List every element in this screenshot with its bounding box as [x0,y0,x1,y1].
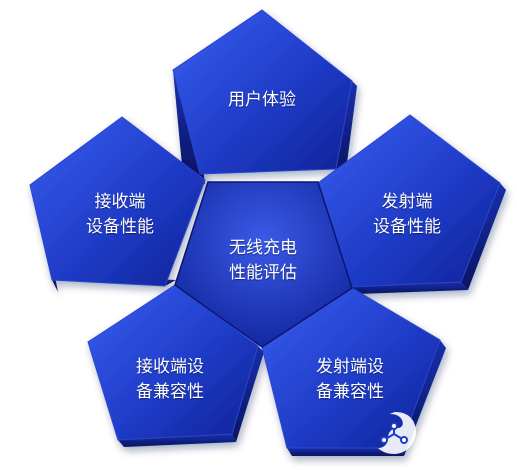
pentagon-right [317,114,506,294]
label-left: 接收端 设备性能 [65,190,175,240]
label-top-line1: 用户体验 [228,90,296,110]
label-left-line1: 接收端 [94,192,146,212]
pentagon-center [174,181,353,348]
pentagon-top [172,9,357,184]
label-left-line2: 设备性能 [86,217,154,237]
pentagon-bottom-left [87,284,264,447]
label-top: 用户体验 [207,88,317,113]
label-bottom-left: 接收端设 备兼容性 [115,355,225,405]
label-center: 无线充电 性能评估 [208,236,318,286]
label-center-line1: 无线充电 [229,238,297,258]
pentagon-left [29,116,206,292]
label-bottom-left-line1: 接收端设 [136,357,204,377]
logo-mark-icon [378,412,416,454]
label-right: 发射端 设备性能 [352,190,462,240]
label-center-line2: 性能评估 [229,263,297,283]
label-bottom-right: 发射端设 备兼容性 [295,355,405,405]
label-bottom-left-line2: 备兼容性 [136,382,204,402]
label-bottom-right-line1: 发射端设 [316,357,384,377]
label-right-line2: 设备性能 [373,217,441,237]
label-right-line1: 发射端 [381,192,433,212]
label-bottom-right-line2: 备兼容性 [316,382,384,402]
